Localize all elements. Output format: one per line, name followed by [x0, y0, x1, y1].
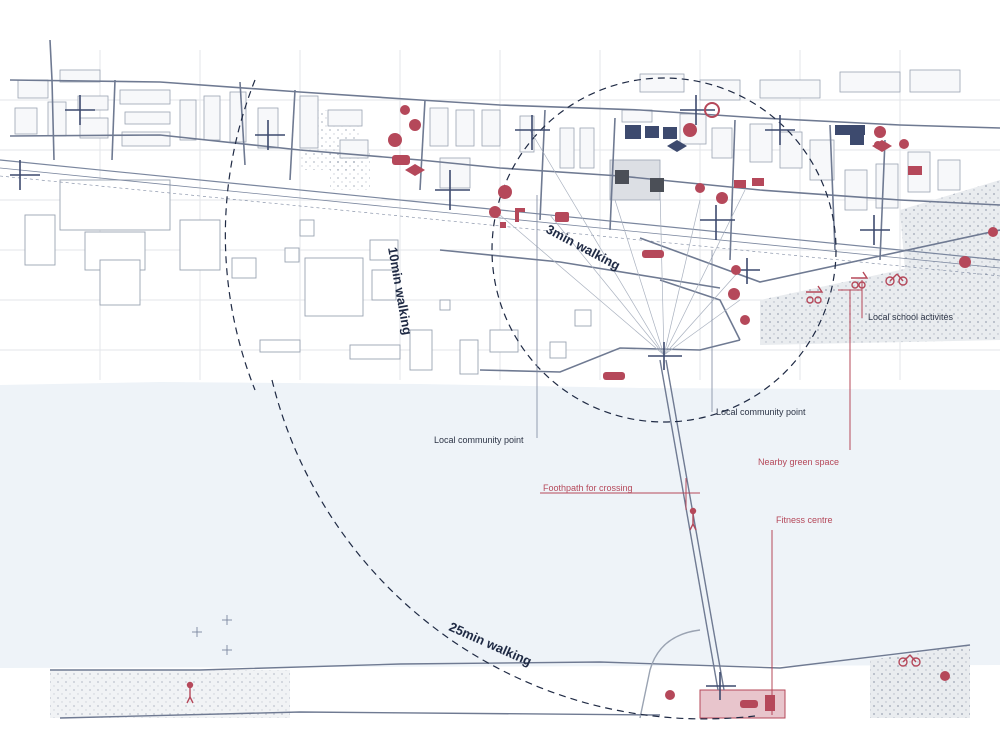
connection-lines: [499, 129, 746, 356]
fitness-icons: [665, 690, 775, 711]
label-local-community-point-1: Local community point: [434, 435, 524, 445]
bridge-footpath: [659, 359, 725, 691]
car-icon: [603, 250, 664, 380]
hearts-icons: [400, 105, 882, 149]
bicycle-icon-2: [898, 654, 921, 667]
building-footprints: [14, 69, 961, 211]
music-icon: [388, 133, 410, 165]
school-buildings: [615, 125, 865, 192]
basketball-icon: [409, 119, 697, 199]
ring-10min: [224, 79, 256, 391]
label-nearby-green-space: Nearby green space: [758, 457, 839, 467]
label-local-community-point-2: Local community point: [716, 407, 806, 417]
pedestrian-icon-2: [186, 681, 194, 704]
amenity-icons: [388, 102, 998, 711]
walking-rings: [224, 77, 837, 720]
stroller-icon: [806, 285, 824, 304]
paw-icon: [940, 227, 998, 681]
music-notes: [500, 208, 525, 228]
ring-25min: [271, 379, 756, 720]
pedestrian-icon: [689, 507, 697, 531]
annotation-leaders: [540, 280, 863, 715]
cafe-icon: [489, 192, 728, 222]
ring-3min: [491, 77, 837, 423]
plus-marks: [192, 615, 232, 655]
shopping-cart-icon: [734, 166, 922, 188]
label-footpath-for-crossing: Foothpath for crossing: [543, 483, 633, 493]
label-local-school-activities: Local school activites: [868, 312, 954, 322]
community-crosshairs: [10, 95, 890, 700]
label-fitness-centre: Fitness centre: [776, 515, 833, 525]
grey-leaders: [536, 195, 713, 438]
bicycle-icon: [885, 273, 908, 286]
river: [0, 382, 1000, 668]
people-icon: [695, 126, 909, 325]
industrial-blocks: [24, 179, 592, 375]
tube-icon: [704, 102, 720, 118]
street-network: [9, 39, 1000, 373]
